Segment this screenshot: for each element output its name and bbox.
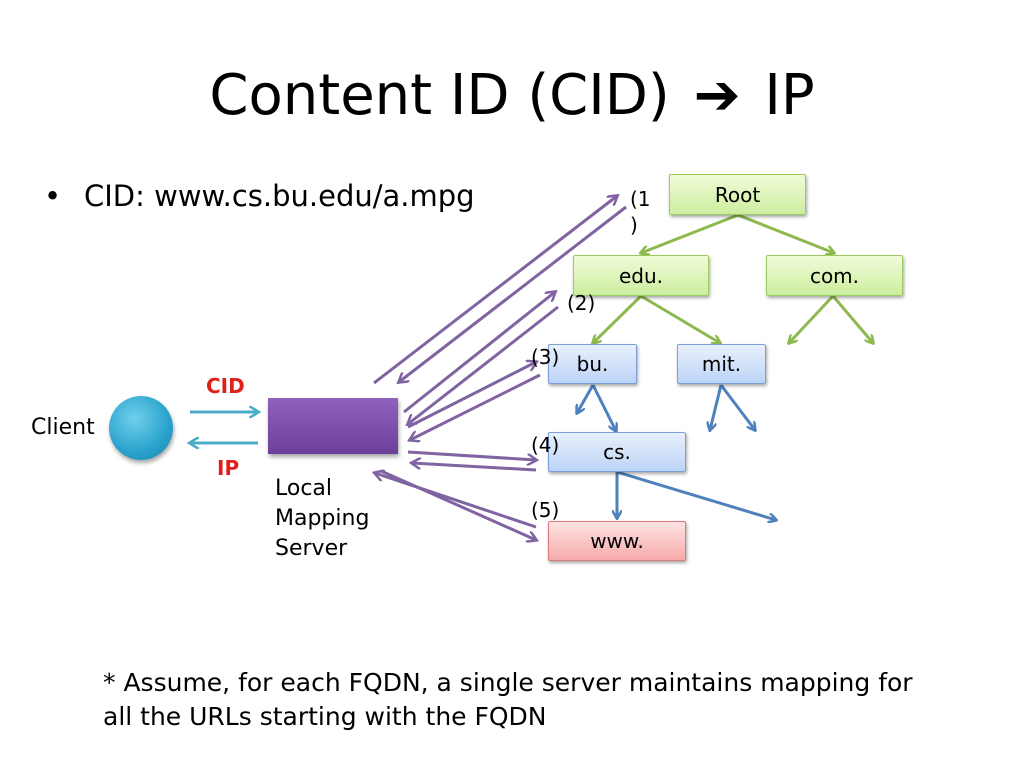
node-cs-label: cs. [603, 440, 631, 464]
ip-label: IP [217, 456, 240, 480]
step-label-2: (2) [567, 291, 596, 315]
node-com-label: com. [809, 263, 860, 288]
bullet-marker: • [44, 179, 62, 213]
query-3-back [410, 373, 541, 440]
query-arrows [373, 196, 627, 540]
node-www-label: www. [590, 529, 644, 553]
query-2-back [408, 305, 559, 424]
slide-title: Content ID (CID) ➔ IP [0, 58, 1024, 134]
node-edu-label: edu. [618, 263, 664, 288]
cid-label: CID [206, 374, 245, 398]
client-icon [109, 396, 173, 460]
query-5-back [375, 473, 537, 529]
client-label: Client [31, 415, 95, 440]
edge-bu-left [577, 384, 595, 413]
node-com: com. [766, 255, 903, 296]
edge-mit-right [719, 384, 755, 430]
step-label-5: (5) [531, 498, 560, 522]
node-mit-label: mit. [701, 352, 742, 376]
local-mapping-server-box [268, 398, 398, 454]
step-label-3: (3) [531, 345, 560, 369]
node-root-label: Root [714, 182, 761, 207]
bullet-item: • CID: www.cs.bu.edu/a.mpg [44, 176, 475, 216]
step-label-4: (4) [531, 433, 560, 457]
edge-root-com [737, 213, 834, 253]
query-1-back [399, 205, 627, 382]
query-3-out [407, 362, 536, 429]
node-cs: cs. [548, 432, 686, 472]
node-mit: mit. [677, 344, 766, 384]
title-text-left: Content ID (CID) [209, 63, 670, 128]
node-www: www. [548, 521, 686, 561]
query-1-out [373, 196, 617, 385]
edge-cs-right [616, 470, 776, 520]
node-bu: bu. [548, 344, 637, 384]
edge-mit-left [710, 384, 723, 430]
edge-root-edu [641, 213, 739, 253]
edge-bu-cs [591, 384, 616, 431]
bullet-text: CID: www.cs.bu.edu/a.mpg [84, 179, 475, 213]
title-text-right: IP [764, 63, 815, 128]
server-label: Local Mapping Server [275, 476, 370, 561]
edge-com-left [789, 294, 835, 343]
right-arrow-icon: ➔ [693, 63, 741, 128]
step-label-1: (1 ) [630, 187, 651, 237]
node-bu-label: bu. [576, 352, 609, 376]
tree-edges-blue [577, 384, 776, 520]
footnote: * Assume, for each FQDN, a single server… [103, 668, 913, 731]
query-2-out [403, 292, 555, 414]
client-arrows [190, 412, 258, 443]
node-root: Root [669, 174, 806, 215]
tree-edges-green [593, 213, 873, 343]
edge-com-right [831, 295, 873, 343]
query-4-out [407, 450, 536, 460]
edge-edu-mit [640, 294, 720, 343]
query-4-back [412, 463, 537, 472]
edge-edu-bu [593, 294, 643, 343]
node-edu: edu. [573, 255, 709, 296]
